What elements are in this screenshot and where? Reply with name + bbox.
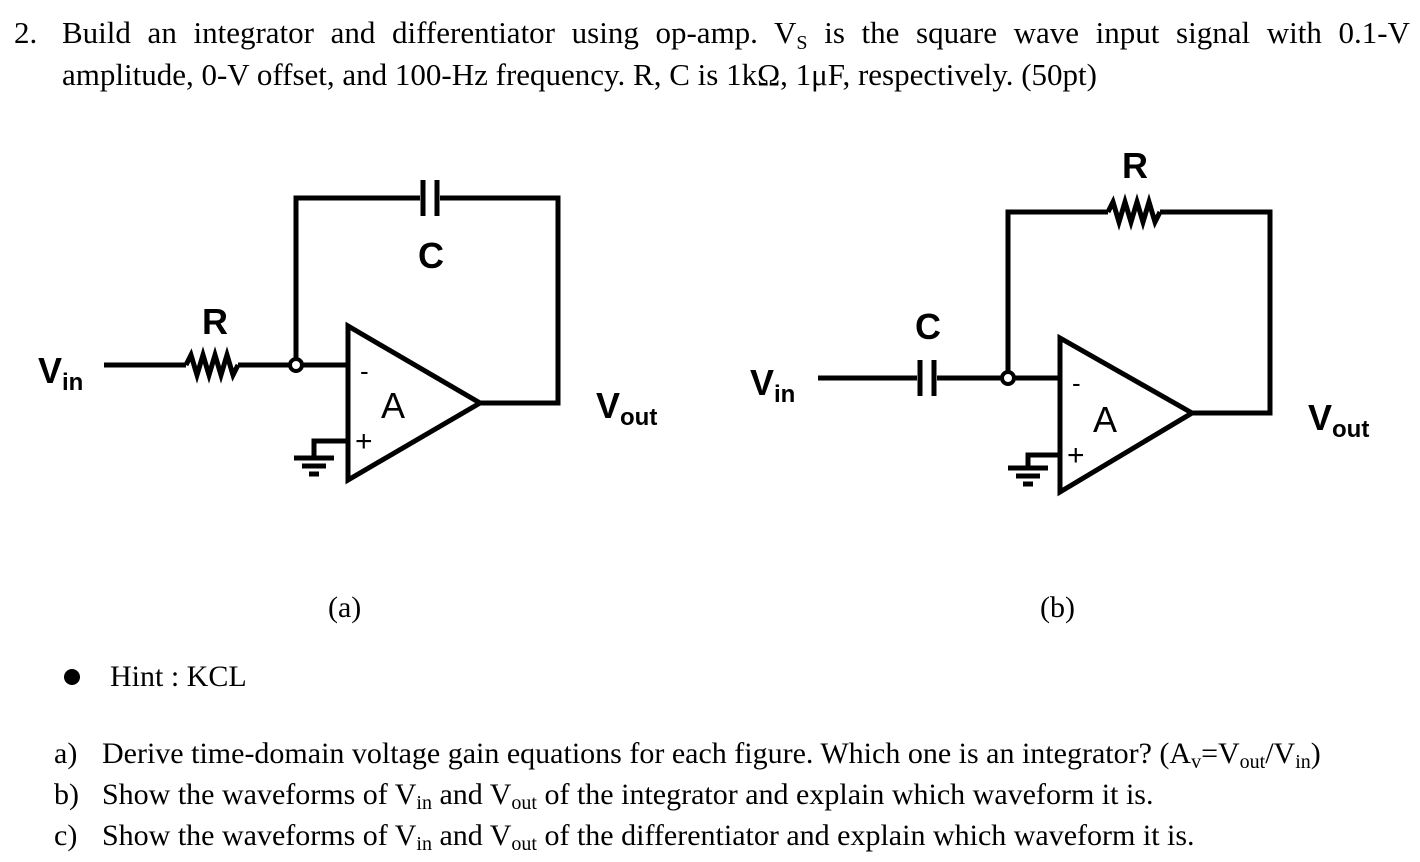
- hint-text: Hint : KCL: [110, 660, 247, 693]
- vout-label: Vout: [596, 385, 657, 431]
- circuit-a: [104, 180, 561, 485]
- op-amp-label: A: [381, 385, 405, 426]
- junction-node: [288, 357, 304, 373]
- caption-a: (a): [328, 591, 361, 624]
- feedback-wire-right: [440, 195, 561, 406]
- question-b: b) Show the waveforms of Vin and Vout of…: [54, 778, 1154, 814]
- capacitor-label: C: [418, 235, 444, 276]
- plus-terminal-label: +: [1067, 439, 1085, 472]
- feedback-wire-right: [1160, 209, 1273, 416]
- vin-label: Vin: [750, 362, 795, 408]
- op-amp-label: A: [1093, 399, 1117, 440]
- circuit-b: [818, 193, 1273, 497]
- caption-b: (b): [1040, 591, 1075, 624]
- junction-node: [1000, 370, 1016, 386]
- capacitor-label: C: [915, 306, 941, 347]
- hint: Hint : KCL: [64, 660, 247, 694]
- op-amp-triangle: [1057, 333, 1197, 497]
- resistor-label: R: [1122, 145, 1148, 186]
- problem-statement: 2. Build an integrator and differentiato…: [14, 14, 1410, 93]
- problem-text: Build an integrator and differentiator u…: [62, 15, 1410, 92]
- plus-input-wire: [311, 438, 348, 458]
- problem-number: 2.: [14, 15, 38, 50]
- bullet-icon: [64, 669, 80, 685]
- resistor-label: R: [202, 301, 228, 342]
- plus-input-wire: [1025, 452, 1060, 468]
- op-amp-triangle: [345, 321, 485, 485]
- minus-terminal-label: -: [1072, 368, 1081, 398]
- question-c: c) Show the waveforms of Vin and Vout of…: [54, 819, 1195, 855]
- question-list: a) Derive time-domain voltage gain equat…: [54, 735, 1321, 858]
- minus-terminal-label: -: [360, 356, 369, 386]
- resistor-r: [183, 346, 241, 384]
- plus-terminal-label: +: [355, 425, 373, 458]
- feedback-wire-left: [1005, 209, 1108, 372]
- vout-label: Vout: [1308, 397, 1369, 443]
- vin-label: Vin: [38, 350, 83, 396]
- question-a: a) Derive time-domain voltage gain equat…: [54, 737, 1321, 773]
- feedback-wire-left: [293, 195, 420, 359]
- resistor-r: [1105, 193, 1163, 231]
